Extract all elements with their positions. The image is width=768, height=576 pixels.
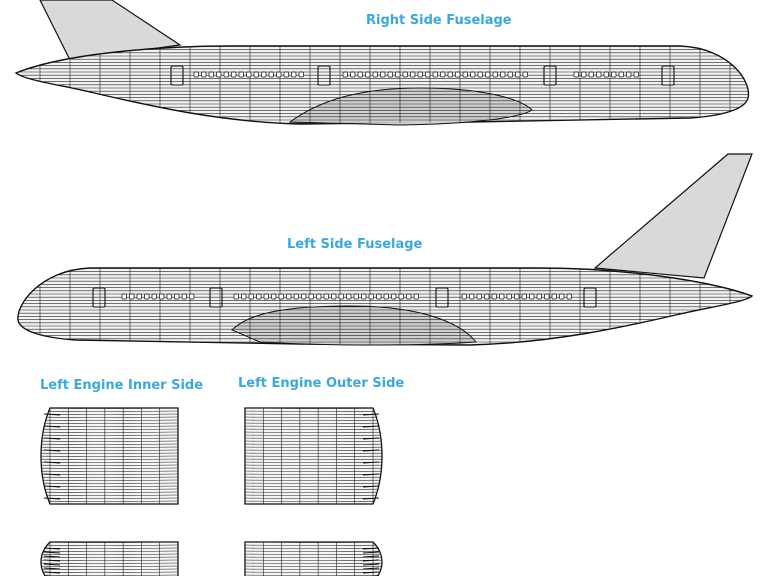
right-fuselage-wireframe: [14, 0, 750, 126]
tail-fin: [39, 0, 182, 61]
tail-fin: [593, 153, 753, 279]
engine-outer-bottom: [244, 541, 383, 576]
engine-inner-top: [40, 407, 179, 505]
engine-inner-bottom: [40, 541, 179, 576]
left-fuselage-title: Left Side Fuselage: [287, 237, 423, 252]
left-fuselage-wireframe: [17, 153, 754, 346]
wing-fairing: [288, 87, 533, 126]
engine-outer-title: Left Engine Outer Side: [238, 376, 405, 391]
engine-outer-top: [244, 407, 383, 505]
right-fuselage-title: Right Side Fuselage: [366, 13, 512, 28]
engine-inner-title: Left Engine Inner Side: [40, 378, 204, 393]
